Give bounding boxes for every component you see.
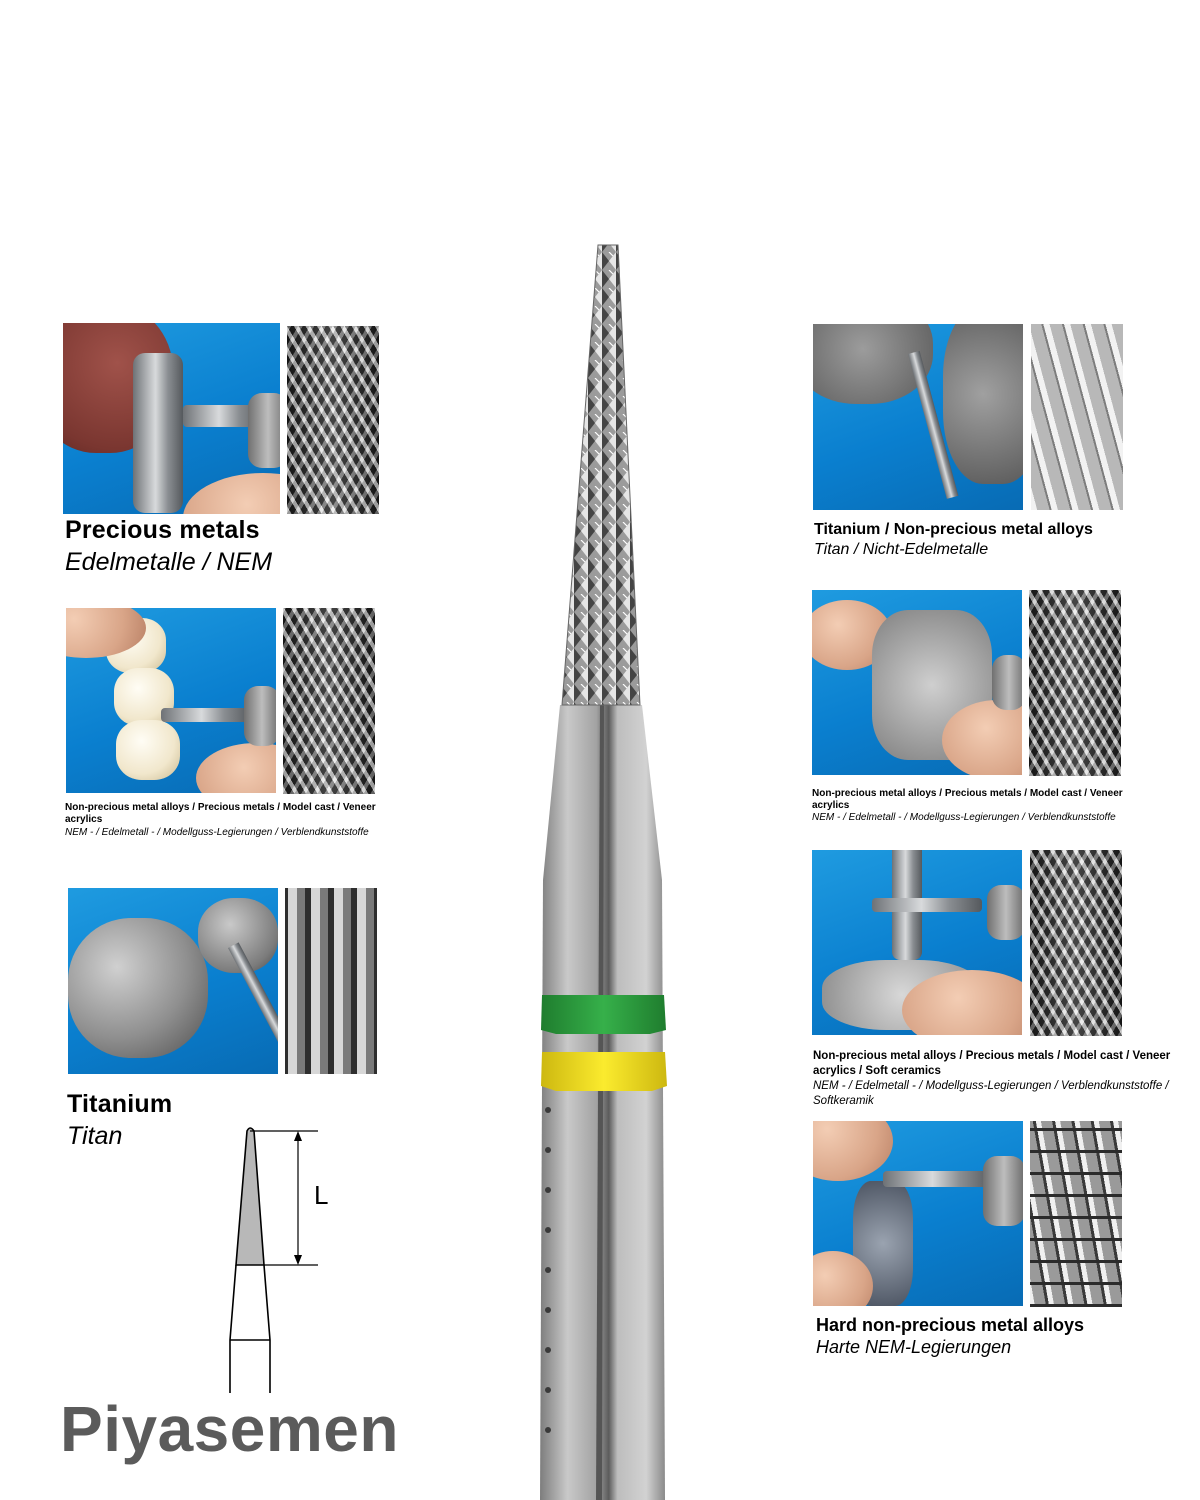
panel-title: Hard non-precious metal alloys	[816, 1315, 1085, 1335]
panel-subtitle: Edelmetalle / NEM	[65, 548, 273, 576]
precious-metals-photo	[63, 323, 280, 514]
panel-subtitle: NEM - / Edelmetall - / Modellguss-Legier…	[65, 827, 369, 838]
titanium-alloys-photo	[813, 324, 1023, 510]
titanium-detail	[285, 888, 377, 1074]
titanium-alloys-detail	[1031, 324, 1123, 510]
brand-watermark: Piyasemen	[60, 1393, 399, 1465]
titanium-photo	[68, 888, 278, 1074]
panel-subtitle: Titan	[67, 1122, 123, 1150]
panel-title: Non-precious metal alloys / Precious met…	[65, 802, 376, 825]
panel-title: Titanium / Non-precious metal alloys	[814, 521, 1093, 538]
panel-title: Non-precious metal alloys / Precious met…	[813, 1050, 1171, 1077]
panel-title: Titanium	[67, 1090, 173, 1118]
hard-alloys-detail	[1030, 1121, 1122, 1307]
panel-subtitle: Titan / Nicht-Edelmetalle	[814, 541, 989, 558]
soft-ceramics-photo	[812, 850, 1022, 1035]
model-cast-photo	[812, 590, 1022, 775]
panel-subtitle: NEM - / Edelmetall - / Modellguss-Legier…	[812, 812, 1116, 823]
veneer-acrylics-photo	[66, 608, 276, 793]
panel-title: Non-precious metal alloys / Precious met…	[812, 788, 1123, 811]
dimension-label: L	[314, 1180, 329, 1210]
model-cast-detail	[1029, 590, 1121, 776]
panel-subtitle: Harte NEM-Legierungen	[816, 1337, 1012, 1357]
hard-alloys-photo	[813, 1121, 1023, 1306]
soft-ceramics-detail	[1030, 850, 1122, 1036]
bur-dimension-diagram	[229, 1127, 318, 1393]
precious-metals-detail	[287, 326, 379, 514]
veneer-acrylics-detail	[283, 608, 375, 794]
panel-title: Precious metals	[65, 516, 260, 544]
panel-subtitle: NEM - / Edelmetall - / Modellguss-Legier…	[813, 1080, 1169, 1107]
